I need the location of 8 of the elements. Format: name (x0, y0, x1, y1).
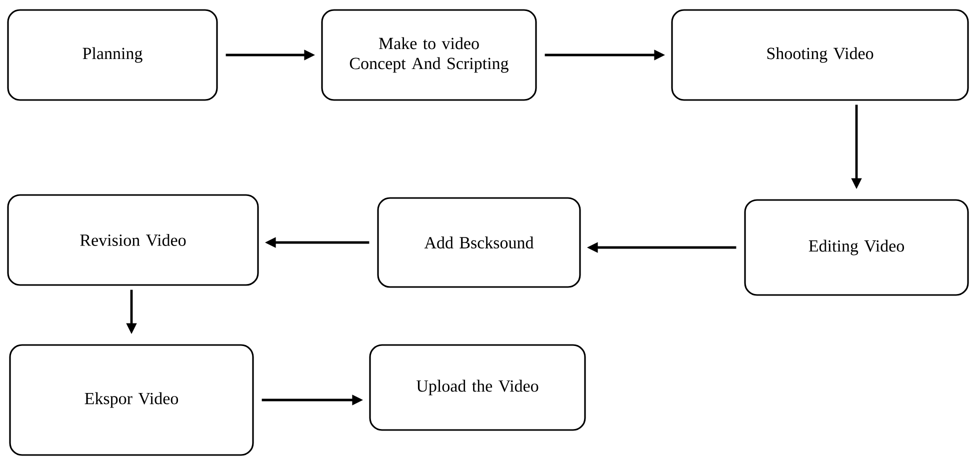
process-box: Shooting Video (671, 9, 969, 101)
process-box: Ekspor Video (9, 344, 254, 456)
process-box: Planning (7, 9, 218, 101)
process-box: Editing Video (744, 199, 969, 296)
process-box: Add Bscksound (377, 197, 581, 288)
process-box: Make to video Concept And Scripting (321, 9, 537, 101)
process-box: Revision Video (7, 194, 259, 286)
process-box: Upload the Video (369, 344, 586, 431)
